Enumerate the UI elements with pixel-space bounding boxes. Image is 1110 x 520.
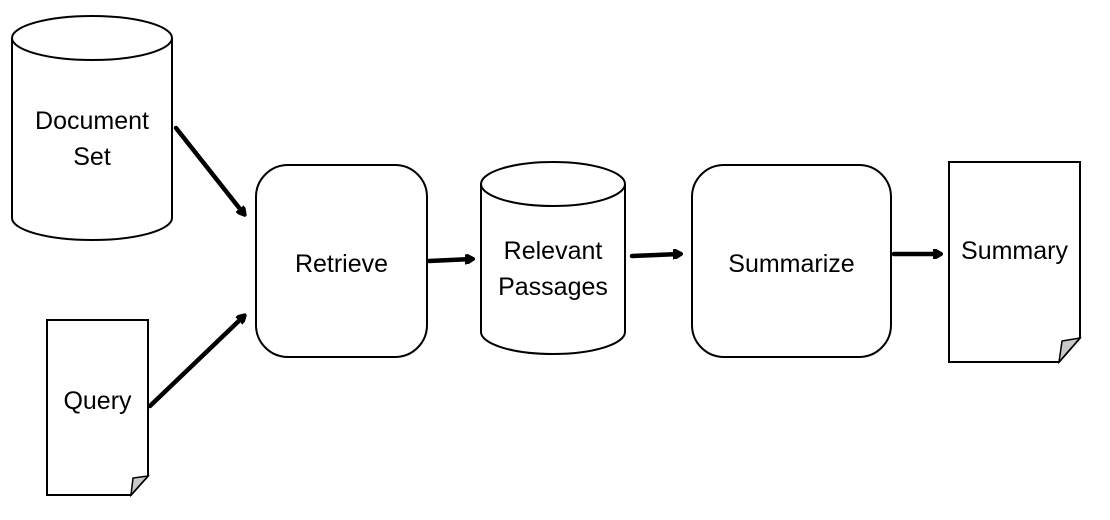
query-document xyxy=(46,319,150,498)
page-fold-corner xyxy=(129,474,150,498)
summary-document xyxy=(948,161,1082,365)
page-fold-corner xyxy=(1057,336,1082,365)
arrow-query-to-retrieve xyxy=(147,316,244,409)
arrow-document-set-to-retrieve xyxy=(173,125,244,214)
summarize-box xyxy=(691,164,892,358)
summarize-label-text: Summarize xyxy=(728,250,855,278)
summary-label: Summary xyxy=(949,233,1080,269)
document-set-label-line1: Document xyxy=(35,107,149,135)
document-set-cylinder xyxy=(11,15,173,241)
arrow-relevant-passages-to-summarize xyxy=(629,254,680,256)
relevant-passages-label-line1: Relevant xyxy=(503,237,603,265)
relevant-passages-cylinder xyxy=(480,161,626,355)
retrieve-label-text: Retrieve xyxy=(294,250,389,278)
summary-label-text: Summary xyxy=(961,237,1068,265)
relevant-passages-label-line2: Passages xyxy=(498,273,608,301)
query-label: Query xyxy=(47,383,148,419)
document-set-label-line2: Set xyxy=(73,143,111,171)
retrieve-label: Retrieve xyxy=(256,246,427,282)
arrow-retrieve-to-relevant-passages xyxy=(426,259,472,261)
query-label-text: Query xyxy=(63,387,132,415)
summarize-label: Summarize xyxy=(692,246,891,282)
relevant-passages-label: Relevant Passages xyxy=(481,233,625,305)
document-set-label: Document Set xyxy=(12,103,172,175)
